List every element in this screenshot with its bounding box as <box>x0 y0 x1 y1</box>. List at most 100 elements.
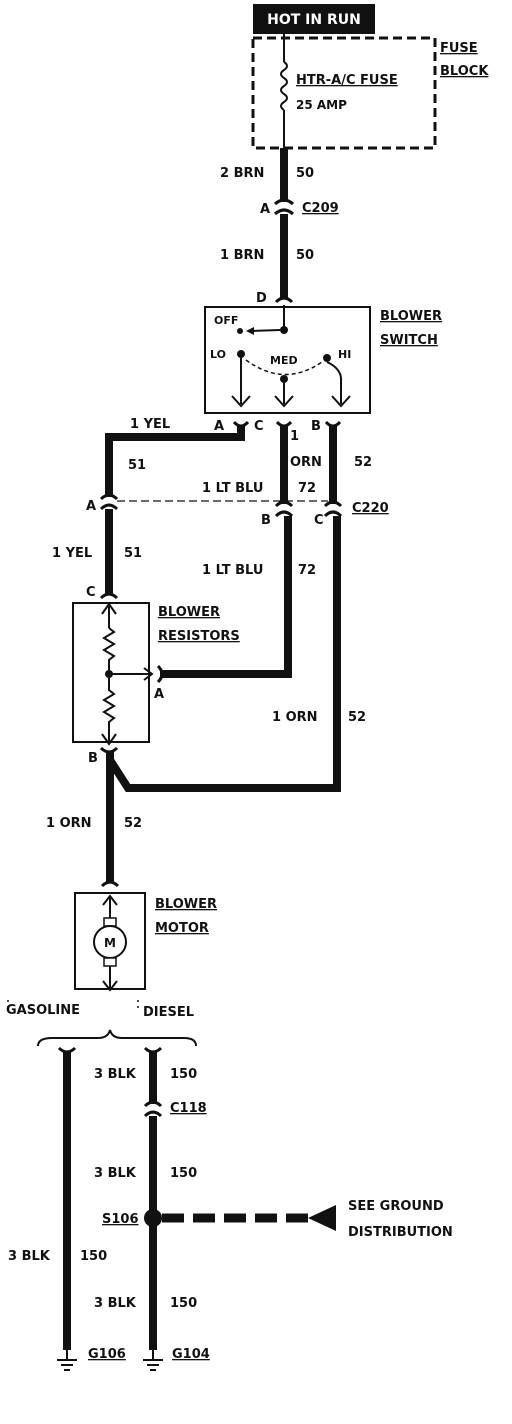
fuse-block-title-1: FUSE <box>440 41 478 56</box>
wire-52-lower <box>106 516 341 792</box>
diesel-upper-circuit: 150 <box>170 1067 197 1082</box>
see-ground-line-2: DISTRIBUTION <box>348 1225 453 1240</box>
switch-pin-b-terminal <box>324 420 342 428</box>
c220-pin-b-label: B <box>261 513 271 528</box>
switch-hi-lead <box>326 361 342 404</box>
blower-motor-title-2: MOTOR <box>155 921 209 936</box>
switch-blade-arrow <box>246 327 254 335</box>
wire-51-upper-gauge: 1 YEL <box>130 417 170 432</box>
wire-51-upper <box>105 426 245 497</box>
switch-pos-med: MED <box>270 354 298 367</box>
see-ground-line-1: SEE GROUND <box>348 1199 444 1214</box>
wire-51-upper-circuit: 51 <box>128 458 146 473</box>
wire-52-mid-circuit: 52 <box>348 710 366 725</box>
diesel-upper-gauge: 3 BLK <box>94 1067 137 1082</box>
c118-connector-bottom <box>143 1110 163 1118</box>
c220-pin-a-bottom <box>99 503 119 511</box>
c209-pin-a: A <box>260 202 270 217</box>
c209-connector-top <box>274 198 294 206</box>
switch-lo-arrow <box>231 395 251 408</box>
switch-hi-contact <box>323 354 331 362</box>
diesel-lower-circuit: 150 <box>170 1296 197 1311</box>
fuse-block-box <box>251 36 437 150</box>
blower-resistors-title-2: RESISTORS <box>158 629 240 644</box>
switch-common-contact <box>280 326 288 334</box>
switch-off-contact <box>237 328 243 334</box>
wire-52-motor-gauge: 1 ORN <box>46 816 92 831</box>
switch-blade <box>251 329 281 332</box>
motor-brush-bottom <box>103 957 117 967</box>
blower-motor-title-1: BLOWER <box>155 897 217 912</box>
switch-hi-arrow <box>331 395 351 408</box>
blower-switch-title-2: SWITCH <box>380 333 438 348</box>
g104-label: G104 <box>172 1347 210 1362</box>
wire-72-upper-gauge: 1 LT BLU <box>202 481 263 496</box>
fuse-block-title-2: BLOCK <box>440 64 489 79</box>
fuse-symbol <box>280 61 288 111</box>
gasoline-label: GASOLINE <box>6 1003 80 1018</box>
wire-52-upper-circuit: 52 <box>354 455 372 470</box>
g106-label: G106 <box>88 1347 126 1362</box>
wire-72-orn-gauge-a: 1 <box>290 429 299 444</box>
wire-52-motor-circuit: 52 <box>124 816 142 831</box>
switch-pin-d-terminal <box>274 296 294 304</box>
wire-72-lower-circuit: 72 <box>298 563 316 578</box>
option-bracket <box>37 1029 197 1047</box>
diesel-mid-gauge: 3 BLK <box>94 1166 137 1181</box>
fuse-name: HTR-A/C FUSE <box>296 73 398 88</box>
diesel-lower-gauge: 3 BLK <box>94 1296 137 1311</box>
blower-switch-box <box>204 306 371 414</box>
c220-pin-c-label: C <box>314 513 324 528</box>
switch-pos-hi: HI <box>338 348 351 361</box>
wire-72-lower-gauge: 1 LT BLU <box>202 563 263 578</box>
switch-lo-contact <box>237 350 245 358</box>
c220-pin-a-top <box>99 493 119 501</box>
c118-label: C118 <box>170 1101 207 1116</box>
c209-connector-bottom <box>274 208 294 216</box>
s106-splice-node <box>144 1209 162 1227</box>
resistor-tap-arrow <box>143 667 154 681</box>
c220-pin-b-top <box>274 500 294 508</box>
resistor-pin-c-label: C <box>86 585 96 600</box>
gasoline-wire-gauge: 3 BLK <box>8 1249 51 1264</box>
c220-pin-c-top <box>323 500 343 508</box>
switch-pin-a-label: A <box>214 419 224 434</box>
gasoline-terminal <box>57 1046 77 1054</box>
blower-switch-title-1: BLOWER <box>380 309 442 324</box>
switch-pos-off: OFF <box>214 314 238 327</box>
s106-label: S106 <box>102 1212 139 1227</box>
wire-50-upper-circuit: 50 <box>296 166 314 181</box>
resistor-pin-c-terminal <box>99 592 119 600</box>
wire-72-lower <box>160 516 292 678</box>
motor-terminal-top <box>100 880 120 888</box>
diesel-mid-circuit: 150 <box>170 1166 197 1181</box>
switch-med-contact <box>280 375 288 383</box>
wire-51-lower-gauge: 1 YEL <box>52 546 92 561</box>
switch-pin-c-label: C <box>254 419 264 434</box>
switch-pin-b-label: B <box>311 419 321 434</box>
resistor-pin-a-terminal <box>156 664 164 684</box>
blower-resistors-title-1: BLOWER <box>158 605 220 620</box>
c118-connector-top <box>143 1100 163 1108</box>
c220-pin-b-bottom <box>274 510 294 518</box>
fuse-rating: 25 AMP <box>296 98 347 112</box>
resistor-pin-a-label: A <box>154 687 164 702</box>
ground-distribution-arrow <box>308 1205 336 1231</box>
wire-52-upper-gauge-b: ORN <box>290 455 322 470</box>
motor-brush-top <box>103 917 117 927</box>
switch-travel-arc <box>245 359 323 376</box>
wire-50-lower-gauge: 1 BRN <box>220 248 264 263</box>
c209-label: C209 <box>302 201 339 216</box>
resistor-pin-b-terminal <box>99 746 119 754</box>
switch-pin-a-terminal <box>232 420 250 428</box>
switch-pin-d-label: D <box>256 291 267 306</box>
c220-label: C220 <box>352 501 389 516</box>
switch-pos-lo: LO <box>210 348 226 361</box>
wire-72-upper-circuit: 72 <box>298 481 316 496</box>
switch-med-arrow <box>274 395 294 408</box>
wire-51-lower-circuit: 51 <box>124 546 142 561</box>
motor-symbol-m: M <box>104 936 116 950</box>
hot-in-run-box <box>253 4 375 34</box>
diesel-label: DIESEL <box>143 1005 194 1020</box>
wire-50-upper-gauge: 2 BRN <box>220 166 264 181</box>
